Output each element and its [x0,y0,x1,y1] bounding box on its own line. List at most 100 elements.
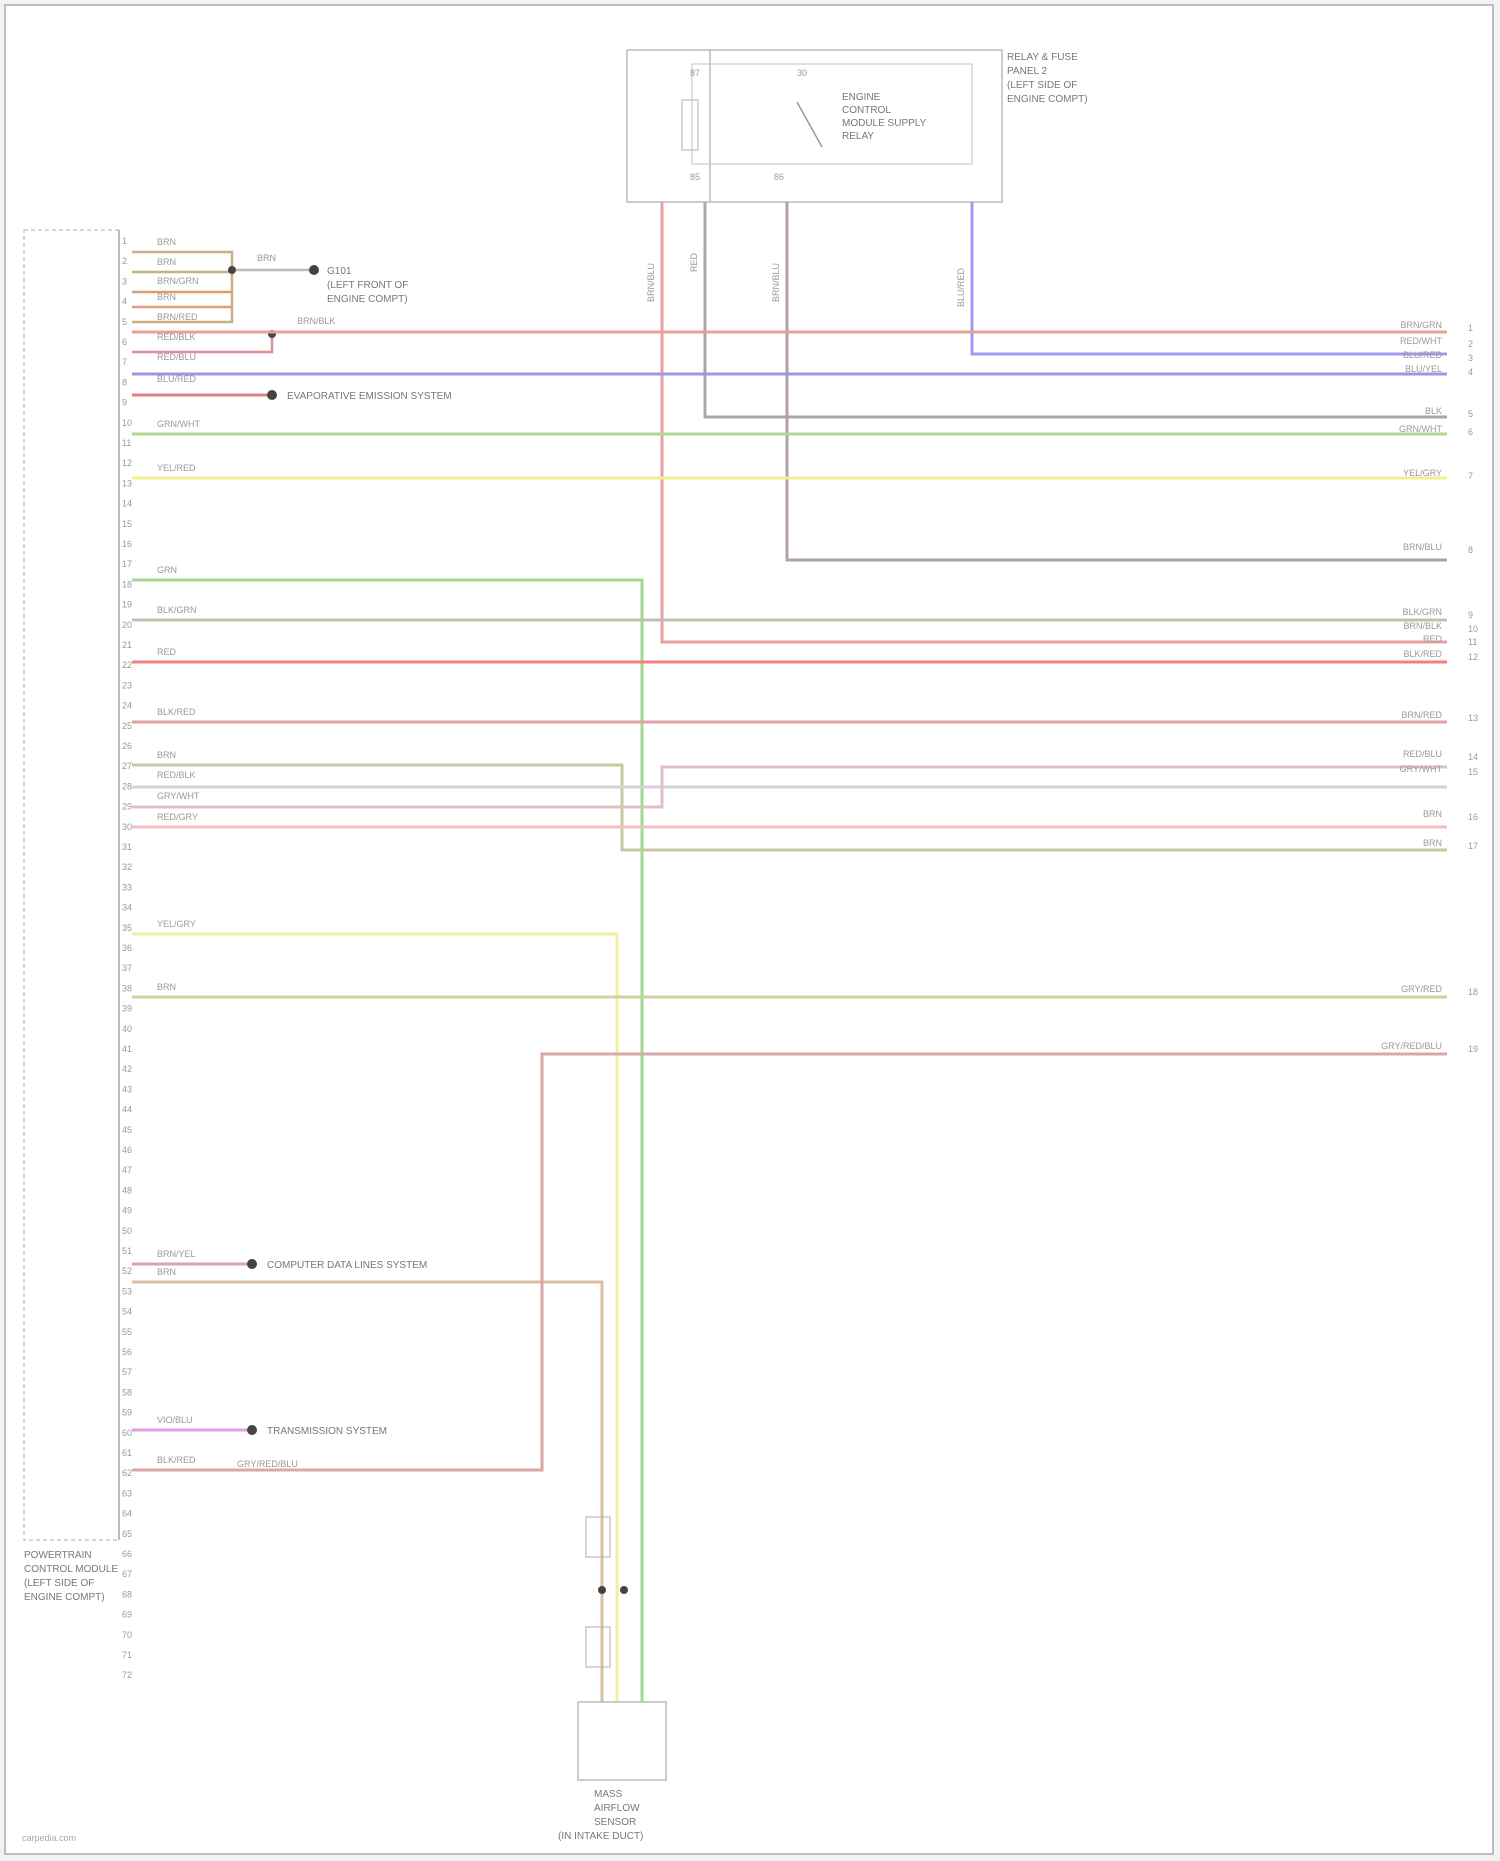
right-wire-label: BLK/RED [1403,649,1442,659]
ecm-pin-number: 42 [122,1064,132,1074]
wire-label: BRN [157,257,176,267]
ecm-pin-number: 23 [122,680,132,690]
right-pin-number: 11 [1468,637,1477,647]
g101-caption-2: (LEFT FRONT OF [327,280,408,291]
wire-label: BRN [157,982,176,992]
ecm-caption-3: (LEFT SIDE OF [24,1578,94,1589]
ecm-pin-number: 37 [122,963,132,973]
footer-credit: carpedia.com [22,1833,76,1843]
ecm-pin-number: 63 [122,1488,132,1498]
wire-label: BLK/RED [157,1455,196,1465]
right-wire-label: GRN/WHT [1399,424,1442,434]
wire-label: BLK/RED [157,707,196,717]
maf-caption-4: (IN INTAKE DUCT) [558,1831,643,1842]
right-pin-number: 18 [1468,987,1478,997]
ecm-pin-number: 62 [122,1468,132,1478]
wire-label: BRN [157,237,176,247]
transmission-callout-dot [247,1425,257,1435]
ecm-pin-number: 56 [122,1347,132,1357]
ecm-pin-number: 49 [122,1206,132,1216]
right-pin-number: 13 [1468,713,1478,723]
relay-fuse-panel: 87 30 85 86 ENGINE CONTROL MODULE SUPPLY… [627,50,1088,202]
relay-caption-4: RELAY [842,131,874,142]
ecm-pin-number: 33 [122,882,132,892]
wire-label: RED/GRY [157,812,198,822]
wire-label: VIO/BLU [157,1415,193,1425]
wiring-diagram: 1234567891011121314151617181920212223242… [6,6,1496,1857]
ecm-pin-number: 57 [122,1367,132,1377]
ecm-pin-number: 58 [122,1387,132,1397]
right-wire-label: BRN/BLK [1403,621,1442,631]
ecm-pin-number: 11 [122,438,131,448]
ecm-pin-number: 66 [122,1549,132,1559]
ecm-pin-number: 8 [122,377,127,387]
wire-label: BRN/GRN [157,276,199,286]
ecm-pin-number: 6 [122,337,127,347]
ecm-pin-number: 24 [122,701,132,711]
ecm-pin-number: 50 [122,1226,132,1236]
main-wires [132,332,1447,1702]
ecm-pin-number: 31 [122,842,132,852]
ecm-pin-number: 10 [122,418,132,428]
data-lines-callout: COMPUTER DATA LINES SYSTEM [267,1260,427,1271]
ecm-pin-number: 48 [122,1185,132,1195]
evap-callout-dot [267,390,277,400]
ecm-pin-number: 7 [122,357,127,367]
right-wire-label: BLK [1425,406,1442,416]
wire-label: BLK/GRN [157,605,197,615]
wire-label: YEL/GRY [157,919,196,929]
fuse-panel-caption-1: RELAY & FUSE [1007,52,1078,63]
ecm-pin-number: 32 [122,862,132,872]
ecm-pin-number: 55 [122,1327,132,1337]
splice-label-brn: BRN [257,253,276,263]
ecm-pin-number: 4 [122,297,127,307]
right-pin-number: 2 [1468,339,1473,349]
right-wire-label: RED [1423,634,1443,644]
ecm-pin-number: 9 [122,398,127,408]
ecm-caption-2: CONTROL MODULE [24,1564,118,1575]
relay-pin-87: 87 [690,68,700,78]
ecm-pin-number: 47 [122,1165,132,1175]
ecm-pin-number: 18 [122,579,132,589]
ecm-pin-number: 39 [122,1004,132,1014]
relay-wire-label-4: BLU/RED [956,267,966,307]
ecm-pin-number: 60 [122,1428,132,1438]
relay-pin-86: 86 [774,172,784,182]
relay-caption-2: CONTROL [842,105,891,116]
right-pin-number: 3 [1468,353,1473,363]
right-wire-label: GRY/RED/BLU [1381,1041,1442,1051]
ecm-pin-number: 21 [122,640,132,650]
ecm-pin-number: 1 [122,236,127,246]
right-pin-number: 6 [1468,427,1473,437]
ecm-pin-number: 22 [122,660,132,670]
wire-label: BRN [157,1267,176,1277]
maf-caption-2: AIRFLOW [594,1803,640,1814]
g101-caption-3: ENGINE COMPT) [327,294,408,305]
right-pin-number: 4 [1468,367,1473,377]
wire-label: BRN [157,750,176,760]
ecm-pin-number: 28 [122,781,132,791]
wire-label: GRN/WHT [157,419,200,429]
ecm-pin-number: 36 [122,943,132,953]
ecm-pin-number: 2 [122,256,127,266]
right-pin-number: 12 [1468,652,1478,662]
ecm-pin-number: 29 [122,802,132,812]
right-connector-labels: BRN/GRN1RED/WHT2BLU/RED3BLU/YEL4BLK5GRN/… [1381,320,1478,1054]
ecm-pin-number: 27 [122,761,132,771]
ecm-pin-numbers: 1234567891011121314151617181920212223242… [122,236,132,1680]
transmission-callout: TRANSMISSION SYSTEM [267,1426,387,1437]
ecm-pin-number: 59 [122,1408,132,1418]
ecm-pin-number: 69 [122,1610,132,1620]
data-lines-callout-dot [247,1259,257,1269]
relay-wire-label-1: BRN/BLU [646,263,656,302]
ecm-pin-number: 68 [122,1589,132,1599]
right-wire-label: BRN/BLU [1403,542,1442,552]
right-pin-number: 19 [1468,1044,1478,1054]
right-wire-label: GRY/RED [1401,984,1442,994]
evap-callout: EVAPORATIVE EMISSION SYSTEM [287,391,452,402]
right-wire-label: RED/BLU [1403,749,1442,759]
wire-label: GRY/RED/BLU [237,1459,298,1469]
splice-label-blk: BRN/BLK [297,316,336,326]
maf-caption-3: SENSOR [594,1817,636,1828]
right-wire-label: BLU/RED [1403,350,1443,360]
